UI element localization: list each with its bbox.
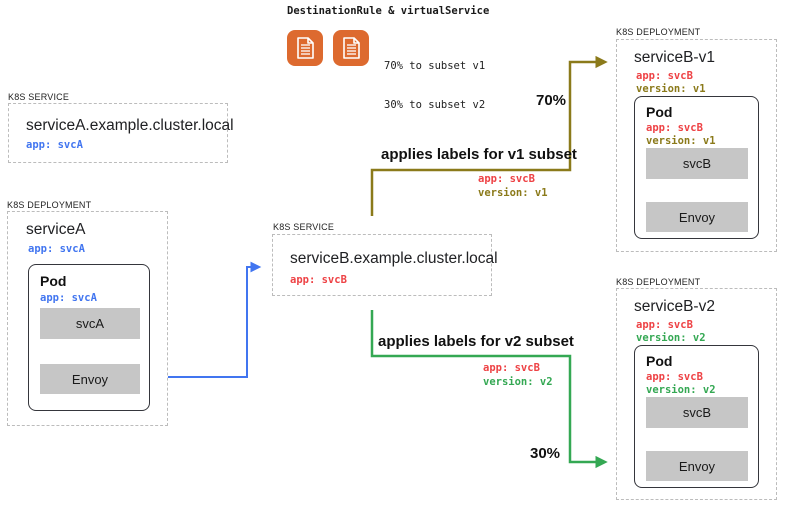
deploymentb-v2-pod: Pod app: svcB version: v2 svcB Envoy [634, 345, 759, 488]
serviceb-kind-label: K8S SERVICE [273, 222, 335, 232]
route-v1-percent: 70% [536, 92, 567, 109]
envoy-container-v2: Envoy [646, 451, 748, 481]
diagram-title: DestinationRule & virtualService [287, 5, 490, 17]
deploymenta-kind-label: K8S DEPLOYMENT [7, 200, 92, 210]
deploymentb-v2-version-label: version: v2 [636, 332, 706, 344]
serviceb-app-label: app: svcB [290, 274, 347, 286]
envoy-container-a: Envoy [40, 364, 140, 394]
deploymenta-pod: Pod app: svcA svcA Envoy [28, 264, 150, 411]
route-v2-app-label: app: svcB [483, 362, 540, 374]
svcb-container-v2: svcB [646, 397, 748, 428]
svca-container: svcA [40, 308, 140, 339]
servicea-service-box: serviceA.example.cluster.local app: svcA [8, 103, 234, 163]
split-line-v1: 70% to subset v1 [384, 60, 486, 72]
deploymentb-v1-name: serviceB-v1 [634, 49, 715, 66]
servicea-app-label: app: svcA [26, 139, 83, 151]
split-line-v2: 30% to subset v2 [384, 99, 486, 111]
deploymentb-v1-kind-label: K8S DEPLOYMENT [616, 27, 701, 37]
deploymenta-box: serviceA app: svcA Pod app: svcA svcA En… [7, 211, 168, 426]
deploymentb-v2-pod-app-label: app: svcB [646, 371, 703, 383]
deploymenta-pod-title: Pod [40, 273, 67, 289]
deploymentb-v1-pod: Pod app: svcB version: v1 svcB Envoy [634, 96, 759, 239]
traffic-split-note: 70% to subset v1 30% to subset v2 [384, 34, 485, 138]
deploymentb-v2-name: serviceB-v2 [634, 298, 715, 315]
deploymentb-v1-box: serviceB-v1 app: svcB version: v1 Pod ap… [616, 39, 777, 252]
deploymentb-v1-app-label: app: svcB [636, 70, 693, 82]
route-v1-version-label: version: v1 [478, 187, 548, 199]
route-v1-app-label: app: svcB [478, 173, 535, 185]
route-v1-labels: app: svcB version: v1 [478, 172, 548, 200]
route-v2-version-label: version: v2 [483, 376, 553, 388]
route-v1-caption: applies labels for v1 subset [381, 146, 577, 163]
virtualservice-doc-icon [333, 30, 369, 66]
deploymentb-v2-pod-title: Pod [646, 353, 673, 369]
destinationrule-doc-icon [287, 30, 323, 66]
deploymentb-v1-pod-version-label: version: v1 [646, 135, 716, 147]
deploymentb-v2-kind-label: K8S DEPLOYMENT [616, 277, 701, 287]
route-v2-labels: app: svcB version: v2 [483, 361, 553, 389]
route-v2-percent: 30% [530, 445, 561, 462]
servicea-kind-label: K8S SERVICE [8, 92, 70, 102]
svcb-container-v1: svcB [646, 148, 748, 179]
serviceb-dns-name: serviceB.example.cluster.local [290, 250, 498, 267]
deploymentb-v2-pod-version-label: version: v2 [646, 384, 716, 396]
deploymentb-v1-pod-app-label: app: svcB [646, 122, 703, 134]
envoy-container-v1: Envoy [646, 202, 748, 232]
deploymenta-pod-app-label: app: svcA [40, 292, 97, 304]
servicea-dns-name: serviceA.example.cluster.local [26, 117, 234, 134]
deploymentb-v2-app-label: app: svcB [636, 319, 693, 331]
route-v2-caption: applies labels for v2 subset [378, 333, 574, 350]
deploymentb-v1-pod-title: Pod [646, 104, 673, 120]
deploymenta-name: serviceA [26, 221, 86, 238]
deploymentb-v2-box: serviceB-v2 app: svcB version: v2 Pod ap… [616, 288, 777, 500]
deploymentb-v1-version-label: version: v1 [636, 83, 706, 95]
serviceb-service-box: serviceB.example.cluster.local app: svcB [272, 234, 498, 296]
deploymenta-app-label: app: svcA [28, 243, 85, 255]
